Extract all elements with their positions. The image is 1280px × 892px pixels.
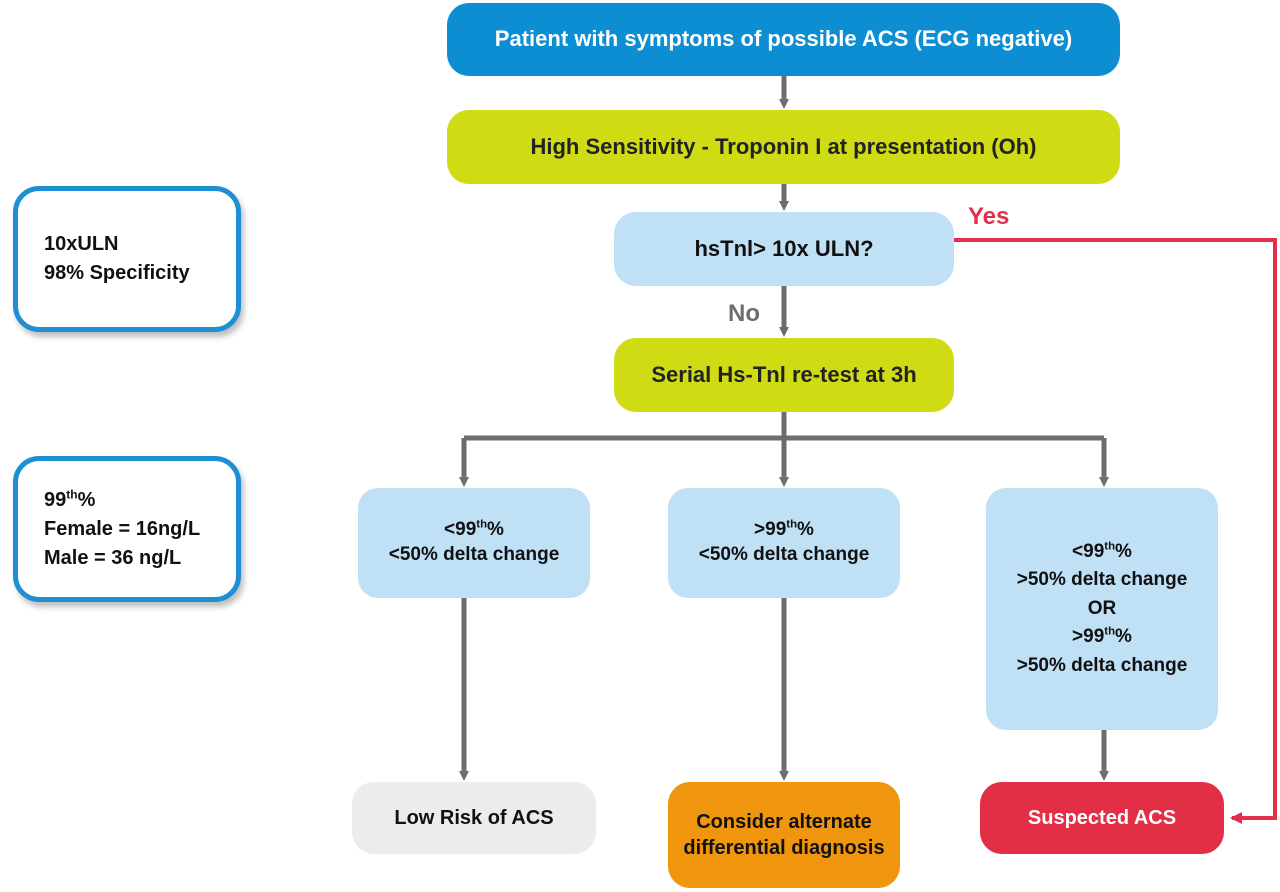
outcome-alternate-line1: Consider alternate — [696, 811, 872, 833]
branch-middle-line2: <50% delta change — [698, 544, 870, 565]
side-note-percentile-line2: Female = 16ng/L — [44, 517, 201, 540]
branch-right-line4: >99th% — [1072, 625, 1132, 648]
side-note-percentile-line1: 99th% — [44, 486, 96, 511]
decision-node-text: hsTnl> 10x ULN? — [694, 235, 874, 261]
outcome-low-risk-text: Low Risk of ACS — [394, 807, 554, 829]
branch-right-line3: OR — [1087, 597, 1117, 619]
retest-node-text: Serial Hs-Tnl re-test at 3h — [651, 361, 917, 387]
initial-test-node: High Sensitivity - Troponin I at present… — [447, 110, 1120, 184]
outcome-suspected-text: Suspected ACS — [1027, 807, 1177, 829]
edge-label-yes: Yes — [968, 203, 1010, 230]
outcome-alternate-line2: differential diagnosis — [683, 837, 885, 859]
branch-left-line1: <99th% — [444, 518, 504, 541]
outcome-suspected-node: Suspected ACS — [980, 782, 1224, 854]
arrow-yes-to-suspected — [952, 238, 1277, 824]
retest-node: Serial Hs-Tnl re-test at 3h — [614, 338, 954, 412]
side-note-uln: 10xULN 98% Specificity — [13, 186, 241, 332]
side-note-uln-line2: 98% Specificity — [44, 262, 190, 284]
branch-left-node: <99th% <50% delta change — [358, 488, 590, 598]
side-note-percentile-line3: Male = 36 ng/L — [44, 546, 182, 569]
start-node: Patient with symptoms of possible ACS (E… — [447, 3, 1120, 76]
outcome-low-risk-node: Low Risk of ACS — [352, 782, 596, 854]
outcome-alternate-node: Consider alternate differential diagnosi… — [668, 782, 900, 888]
branch-right-line5: >50% delta change — [1016, 654, 1188, 676]
start-node-text: Patient with symptoms of possible ACS (E… — [494, 26, 1073, 52]
branch-right-line2: >50% delta change — [1016, 569, 1188, 591]
branch-middle-node: >99th% <50% delta change — [668, 488, 900, 598]
decision-node: hsTnl> 10x ULN? — [614, 212, 954, 286]
side-note-percentile: 99th% Female = 16ng/L Male = 36 ng/L — [13, 456, 241, 602]
branch-right-node: <99th% >50% delta change OR >99th% >50% … — [986, 488, 1218, 730]
branch-middle-line1: >99th% — [754, 518, 814, 541]
side-note-uln-line1: 10xULN — [44, 233, 119, 255]
branch-right-line1: <99th% — [1072, 540, 1132, 562]
initial-test-node-text: High Sensitivity - Troponin I at present… — [530, 133, 1037, 159]
branch-left-line2: <50% delta change — [388, 544, 560, 565]
edge-label-no: No — [728, 300, 760, 327]
